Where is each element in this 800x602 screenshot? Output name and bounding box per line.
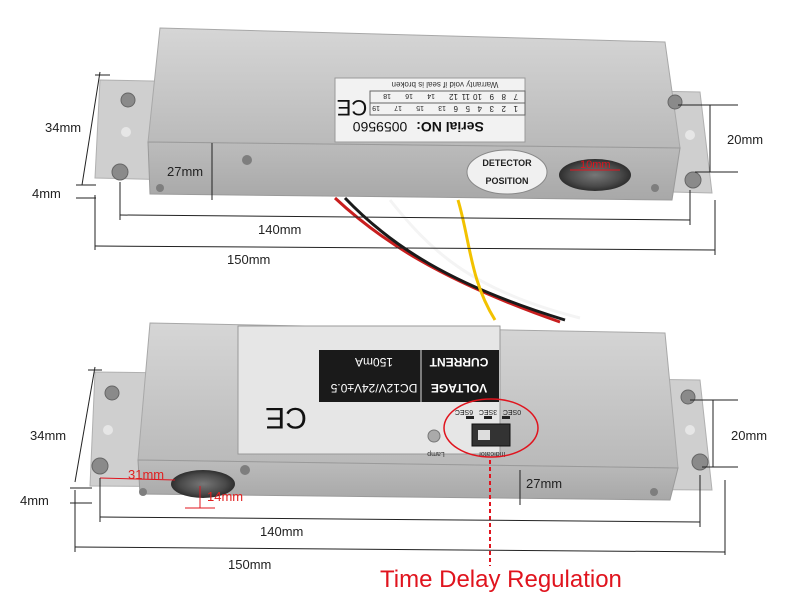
voltage-title: VOLTAGE (431, 381, 487, 395)
time-delay-caption: Time Delay Regulation (380, 566, 622, 593)
detector-badge-bottom-text: POSITION (485, 176, 528, 186)
seal-number-cell: 9 (489, 92, 494, 101)
bottom-total-length-label: 150mm (228, 557, 272, 572)
detector-badge: DETECTOR POSITION (466, 149, 548, 195)
detector-badge-top-text: DETECTOR (482, 158, 532, 168)
top-lock-body (94, 27, 713, 201)
seal-number-extra-cell: 19 (372, 104, 380, 111)
indicator-label: Indicator (478, 450, 506, 457)
spec-label: CURRENT 150mA VOLTAGE DC12V/24V±0.5 CE (237, 325, 501, 455)
warranty-text: Warranty void if seal is broken (392, 80, 499, 89)
serial-sticker: Serial NO: 0059560 123456789101112131415… (334, 77, 526, 143)
bottom-flange-label: 4mm (20, 493, 49, 508)
top-total-length-label: 150mm (227, 252, 271, 267)
bottom-body-height-label: 27mm (526, 476, 563, 491)
seal-number-extra-cell: 18 (383, 92, 391, 99)
top-flange-label: 4mm (32, 186, 61, 201)
seal-number-extra-cell: 14 (427, 92, 435, 99)
bottom-height-label: 34mm (30, 428, 67, 443)
timer-option-2: 6SEC (455, 408, 473, 415)
voltage-value: DC12V/24V±0.5 (330, 381, 417, 395)
seal-number-cell: 8 (501, 92, 506, 101)
seal-number-extra-cell: 17 (394, 104, 402, 111)
lamp-label: Lamp (427, 450, 445, 457)
seal-number-cell: 1 (513, 104, 518, 113)
seal-number-cell: 12 (449, 92, 458, 101)
timer-option-0: 0SEC (503, 408, 521, 415)
current-title: CURRENT (429, 355, 488, 369)
seal-number-cell: 10 (473, 92, 482, 101)
top-body-height-label: 27mm (167, 164, 204, 179)
time-delay-switch: 0SEC 3SEC 6SEC Indicator Lamp (427, 398, 539, 458)
bolt-red-dim-label: 10mm (580, 159, 611, 171)
serial-number-text: Serial NO: (416, 119, 484, 135)
timer-option-1: 3SEC (479, 408, 497, 415)
seal-number-cell: 2 (501, 104, 506, 113)
current-value: 150mA (355, 355, 393, 369)
serial-number-value: 0059560 (353, 119, 408, 135)
seal-number-cell: 11 (461, 92, 470, 101)
ce-mark-top: CE (337, 95, 368, 120)
seal-number-cell: 7 (513, 92, 518, 101)
bottom-hole-spacing-label: 140mm (260, 524, 304, 539)
seal-number-cell: 5 (465, 104, 470, 113)
seal-number-extra-cell: 15 (416, 104, 424, 111)
wire-harness (333, 196, 581, 324)
seal-number-cell: 4 (477, 104, 482, 113)
top-hole-spacing-label: 140mm (258, 222, 302, 237)
bottom-red-dimension-lines (99, 477, 215, 509)
top-height-label: 34mm (45, 120, 82, 135)
ce-mark-bottom: CE (265, 401, 307, 434)
bolt-red-dimension: 10mm (570, 159, 620, 171)
time-delay-highlight-circle (443, 398, 539, 458)
bolt-depth-red-label: 14mm (207, 489, 244, 504)
seal-number-extra-cell: 16 (405, 92, 413, 99)
top-dimension-lines (76, 71, 738, 255)
seal-number-cell: 3 (489, 104, 494, 113)
bottom-dimension-lines (70, 366, 738, 555)
seal-number-cell: 6 (453, 104, 458, 113)
bottom-flange-width-label: 20mm (731, 428, 768, 443)
seal-number-extra-cell: 13 (438, 104, 446, 111)
bolt-offset-red-label: 31mm (128, 467, 165, 482)
top-flange-width-label: 20mm (727, 132, 764, 147)
